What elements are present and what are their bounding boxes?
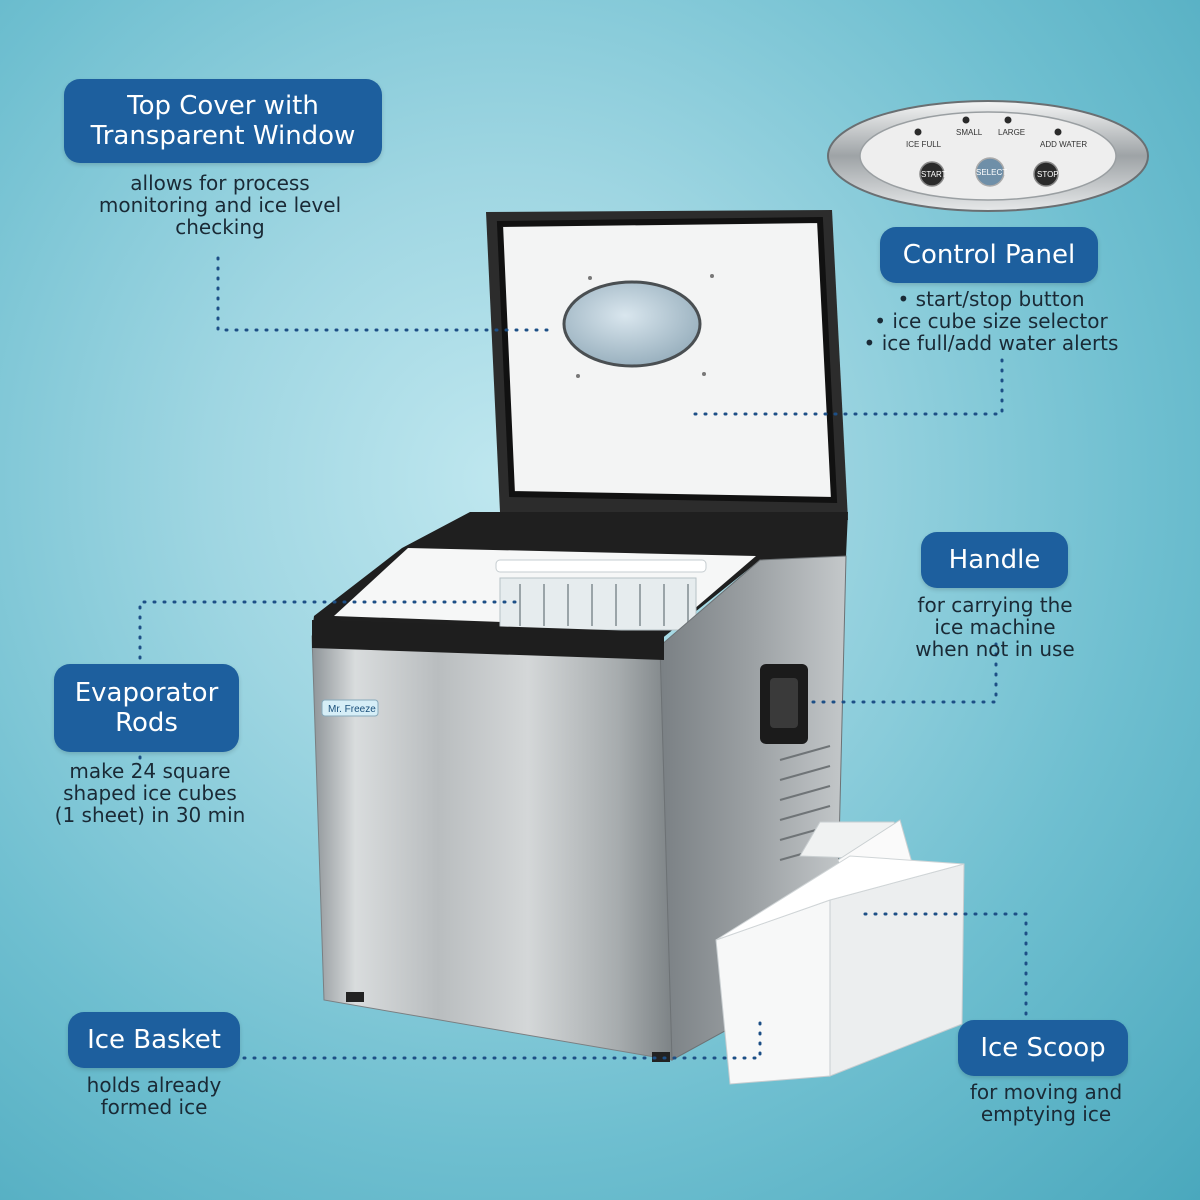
control-panel-title: Control Panel [880, 227, 1098, 283]
stop-button-image [1033, 161, 1059, 187]
evaporator-title-line: Rods [115, 708, 178, 738]
description-line: for moving and [969, 1080, 1123, 1104]
description-line: • ice full/add water alerts [863, 331, 1119, 355]
handle-title: Handle [921, 532, 1068, 588]
brand-badge [321, 699, 379, 717]
indicator-small: SMALL [956, 128, 983, 137]
control-panel-image: ICE FULL SMALL LARGE ADD WATER START SEL… [827, 100, 1149, 212]
description-line: when not in use [915, 637, 1075, 661]
indicator-ice-full: ICE FULL [906, 140, 942, 149]
description-line: (1 sheet) in 30 min [54, 803, 246, 827]
indicator-large: LARGE [998, 128, 1025, 137]
description-line: shaped ice cubes [63, 781, 237, 805]
control-panel-title-text: Control Panel [902, 240, 1076, 270]
description-line: • start/stop button [897, 287, 1085, 311]
ice-scoop-title-text: Ice Scoop [980, 1033, 1106, 1063]
brand-label: Mr. Freeze [328, 704, 376, 715]
description-line: allows for process [130, 171, 310, 195]
handle-description: for carrying the ice machine when not in… [890, 594, 1100, 660]
ice-basket-image [715, 819, 965, 1085]
description-line: holds already [86, 1073, 222, 1097]
start-label: START [921, 170, 947, 179]
evaporator-title-line: Evaporator [74, 678, 219, 708]
start-button-image [919, 161, 945, 187]
select-label: SELECT [976, 168, 1007, 177]
ice-basket-description: holds already formed ice [54, 1074, 254, 1118]
evaporator-description: make 24 square shaped ice cubes (1 sheet… [30, 760, 270, 826]
control-panel-description: • start/stop button • ice cube size sele… [836, 288, 1146, 354]
top-cover-description: allows for process monitoring and ice le… [70, 172, 370, 238]
evaporator-rods [519, 584, 689, 626]
ice-scoop-title: Ice Scoop [958, 1020, 1128, 1076]
ice-basket-title-text: Ice Basket [87, 1025, 221, 1055]
description-line: formed ice [100, 1095, 208, 1119]
indicator-add-water: ADD WATER [1040, 140, 1087, 149]
ice-compartment [312, 512, 848, 640]
top-cover-lid [486, 210, 848, 520]
select-button-image [975, 157, 1005, 187]
description-line: monitoring and ice level [98, 193, 342, 217]
evaporator-title: Evaporator Rods [54, 664, 239, 752]
description-line: • ice cube size selector [874, 309, 1108, 333]
description-line: ice machine [934, 615, 1056, 639]
top-cover-title-line: Transparent Window [90, 121, 356, 151]
stop-label: STOP [1037, 170, 1059, 179]
transparent-window [562, 280, 702, 368]
handle-title-text: Handle [948, 545, 1041, 575]
ice-basket-title: Ice Basket [68, 1012, 240, 1068]
top-cover-title-line: Top Cover with [127, 91, 319, 121]
description-line: make 24 square [69, 759, 231, 783]
description-line: checking [175, 215, 265, 239]
ice-scoop-description: for moving and emptying ice [940, 1081, 1152, 1125]
description-line: emptying ice [980, 1102, 1112, 1126]
description-line: for carrying the [917, 593, 1073, 617]
top-cover-title: Top Cover with Transparent Window [64, 79, 382, 163]
